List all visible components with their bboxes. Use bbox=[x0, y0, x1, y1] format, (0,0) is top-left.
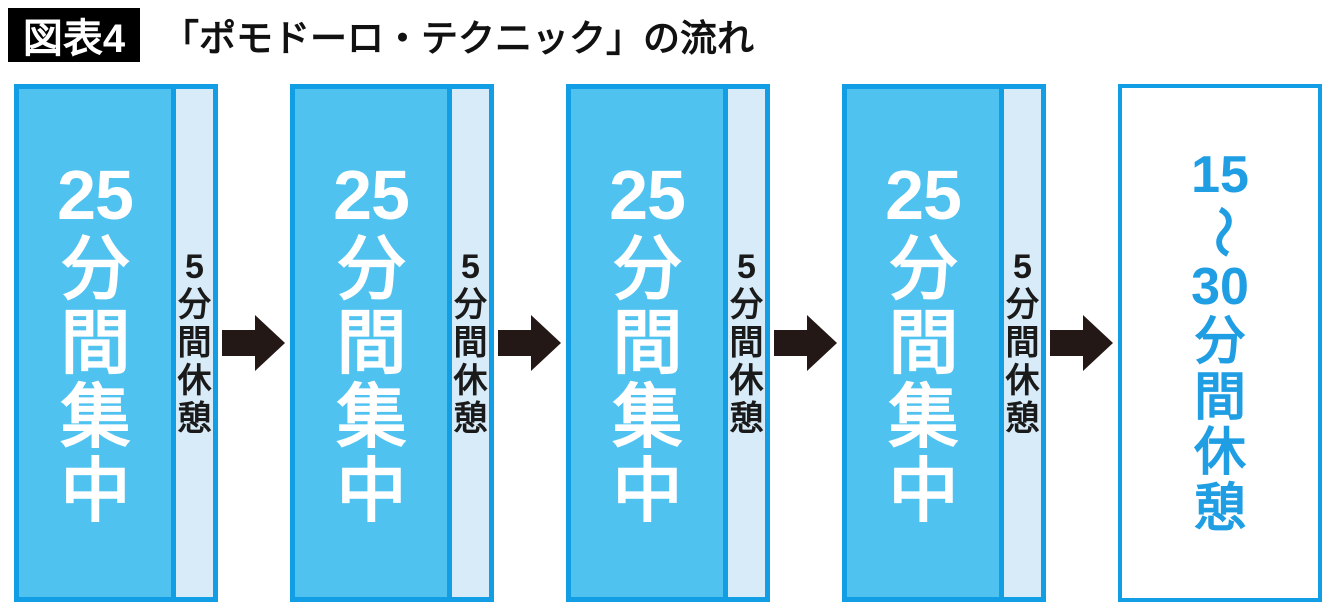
right-arrow-icon bbox=[1050, 315, 1113, 371]
right-arrow-icon bbox=[222, 315, 285, 371]
figure-header: 図表4 「ポモドーロ・テクニック」の流れ bbox=[0, 0, 1340, 78]
right-arrow-icon bbox=[774, 315, 837, 371]
figure-title: 「ポモドーロ・テクニック」の流れ bbox=[162, 18, 754, 59]
flow-connector bbox=[770, 84, 842, 602]
flow-connector bbox=[218, 84, 290, 602]
right-arrow-icon bbox=[498, 315, 561, 371]
figure-badge: 図表4 bbox=[8, 8, 140, 62]
flow-connector bbox=[1046, 84, 1118, 602]
flow-connector bbox=[494, 84, 566, 602]
